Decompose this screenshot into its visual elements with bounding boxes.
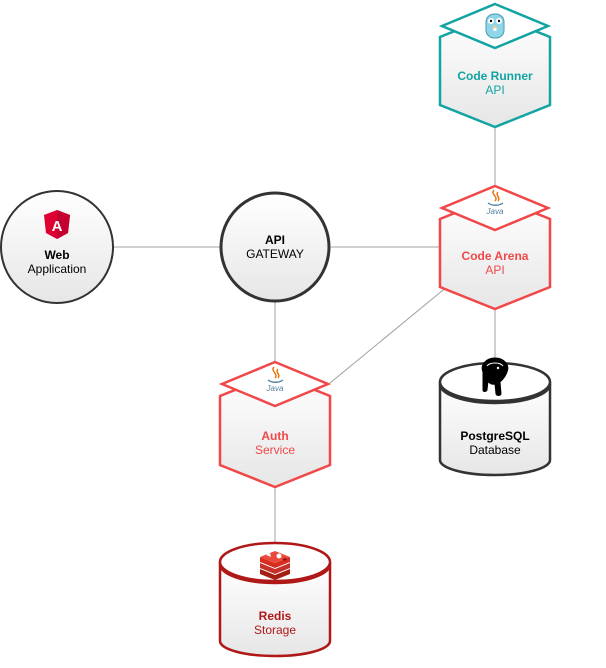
edge-auth-code-arena [329,285,449,384]
node-title: API [264,233,285,247]
svg-text:A: A [52,218,63,235]
redis-node[interactable] [218,541,332,658]
code-arena-node[interactable]: Java [438,184,552,311]
api-gateway-label: API GATEWAY [225,233,325,261]
svg-text:Java: Java [266,384,284,393]
gopher-icon [485,13,505,39]
auth-service-label: Auth Service [225,429,325,457]
node-title: Redis [258,609,292,623]
node-title: Code Runner [457,69,533,83]
code-arena-label: Code Arena API [435,249,555,277]
redis-icon [260,551,290,580]
postgresql-elephant-icon [481,357,509,396]
node-title: Code Arena [461,249,529,263]
node-subtitle: API [485,263,505,277]
node-subtitle: Storage [253,623,297,637]
svg-text:Java: Java [486,207,504,216]
api-gateway-node[interactable] [219,191,331,303]
postgresql-node[interactable] [438,357,552,477]
web-application-node[interactable]: A [0,190,114,304]
angular-icon: A [44,210,70,239]
node-title: Web [44,248,70,262]
code-runner-node[interactable] [438,2,552,129]
java-icon: Java [266,366,284,393]
web-application-label: Web Application [7,248,107,276]
node-subtitle: GATEWAY [246,247,304,261]
node-subtitle: Service [254,443,295,457]
auth-service-node[interactable]: Java [218,360,332,489]
node-subtitle: API [485,83,505,97]
postgresql-label: PostgreSQL Database [435,429,555,457]
java-icon: Java [486,189,504,216]
connectors [113,127,496,543]
node-title: PostgreSQL [460,429,530,443]
node-subtitle: Application [27,262,87,276]
code-runner-label: Code Runner API [435,69,555,97]
node-title: Auth [261,429,289,443]
redis-label: Redis Storage [225,609,325,637]
node-subtitle: Database [469,443,521,457]
